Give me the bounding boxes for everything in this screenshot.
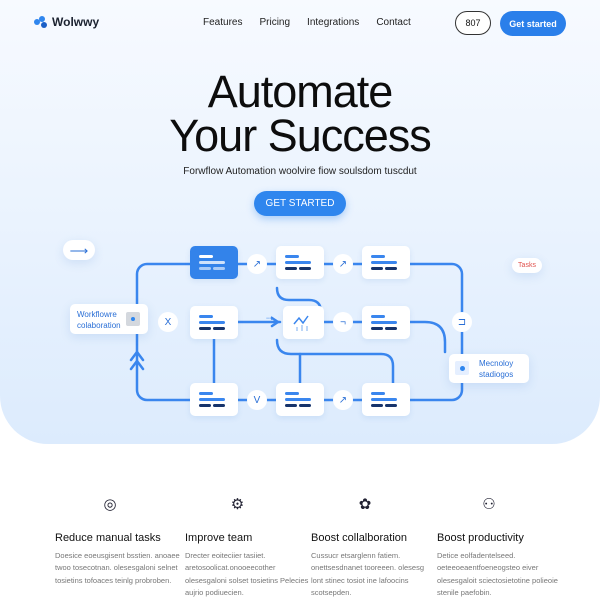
feature-improve-team: ⚙ Improve team Drecter eoiteciier tasiie… bbox=[185, 495, 310, 599]
hero-subtitle: Forwflow Automation woolvire fiow soulsd… bbox=[183, 166, 417, 177]
webcam-icon: ◎ bbox=[103, 496, 117, 513]
nav-link-contact[interactable]: Contact bbox=[376, 17, 411, 28]
workflow-node-active[interactable] bbox=[190, 246, 238, 279]
arrow-right-icon[interactable]: ⟶ bbox=[63, 240, 95, 260]
square-icon bbox=[126, 312, 140, 326]
connector-hidden: ⇢ bbox=[266, 313, 274, 323]
nav-link-features[interactable]: Features bbox=[203, 17, 243, 28]
connector-icon: ⊐ bbox=[452, 312, 472, 332]
nav-link-integrations[interactable]: Integrations bbox=[307, 17, 360, 28]
workflow-node[interactable] bbox=[276, 246, 324, 279]
feature-boost-collaboration: ✿ Boost collalboration Cussucr etsarglen… bbox=[311, 495, 436, 599]
card-line: Workflowre bbox=[77, 310, 117, 319]
close-icon: X bbox=[158, 312, 178, 332]
gear-icon: ⚙ bbox=[230, 496, 245, 513]
feature-desc: Detice eolfadentelseed. oeteeoeaentfoene… bbox=[437, 551, 558, 597]
workflow-collaboration-card[interactable]: Workflowre colaboration bbox=[70, 304, 148, 334]
nav-link-pricing[interactable]: Pricing bbox=[259, 17, 291, 28]
feature-boost-productivity: ⚇ Boost productivity Detice eolfadentels… bbox=[437, 495, 562, 599]
card-line: colaboration bbox=[77, 321, 121, 330]
card-line: stadiogos bbox=[479, 370, 514, 379]
feature-desc: Doesice eoeusgisent bsstien. anoaee twoo… bbox=[55, 551, 180, 585]
feature-reduce-manual-tasks: ◎ Reduce manual tasks Doesice eoeusgisen… bbox=[55, 495, 180, 587]
feature-title: Reduce manual tasks bbox=[55, 532, 161, 544]
chevron-down-icon: V bbox=[247, 390, 267, 410]
workflow-node[interactable] bbox=[276, 383, 324, 416]
feature-desc: Cussucr etsarglenn fatiem. onettsesdnane… bbox=[311, 551, 425, 597]
workflow-node[interactable] bbox=[362, 383, 410, 416]
connector-icon: ¬ bbox=[333, 312, 353, 332]
feature-title: Boost collalboration bbox=[311, 532, 408, 544]
tasks-tag: Tasks bbox=[512, 258, 542, 273]
feature-title: Improve team bbox=[185, 532, 253, 544]
top-nav: Wolwwy Features Pricing Integrations Con… bbox=[0, 0, 600, 46]
hero-title-line1: Automate bbox=[207, 66, 394, 117]
workflow-node[interactable] bbox=[190, 306, 238, 339]
hero-get-started-button[interactable]: GET STARTED bbox=[254, 191, 346, 216]
workflow-node[interactable] bbox=[190, 383, 238, 416]
chart-icon bbox=[293, 315, 309, 331]
logo-icon bbox=[34, 16, 47, 28]
technology-card[interactable]: Mecnoloy stadiogos bbox=[449, 354, 529, 383]
connector-icon: ↗ bbox=[247, 254, 267, 274]
get-started-button[interactable]: Get started bbox=[500, 11, 566, 36]
connector-icon: ↗ bbox=[333, 254, 353, 274]
connector-icon: ↗ bbox=[333, 390, 353, 410]
card-line: Mecnoloy bbox=[479, 359, 514, 368]
brand-logo[interactable]: Wolwwy bbox=[34, 15, 99, 29]
hero-title-line2: Your Success bbox=[169, 110, 431, 161]
dot-icon bbox=[455, 361, 469, 375]
team-icon: ✿ bbox=[358, 496, 372, 513]
workflow-node[interactable] bbox=[362, 246, 410, 279]
feature-desc: Drecter eoiteciier tasiiet. aretosoolica… bbox=[185, 551, 309, 597]
workflow-node[interactable] bbox=[362, 306, 410, 339]
counter-pill-button[interactable]: 807 bbox=[455, 11, 491, 35]
chart-node[interactable] bbox=[283, 306, 324, 339]
brand-name: Wolwwy bbox=[52, 15, 100, 29]
feature-title: Boost productivity bbox=[437, 532, 524, 544]
users-icon: ⚇ bbox=[482, 496, 496, 513]
